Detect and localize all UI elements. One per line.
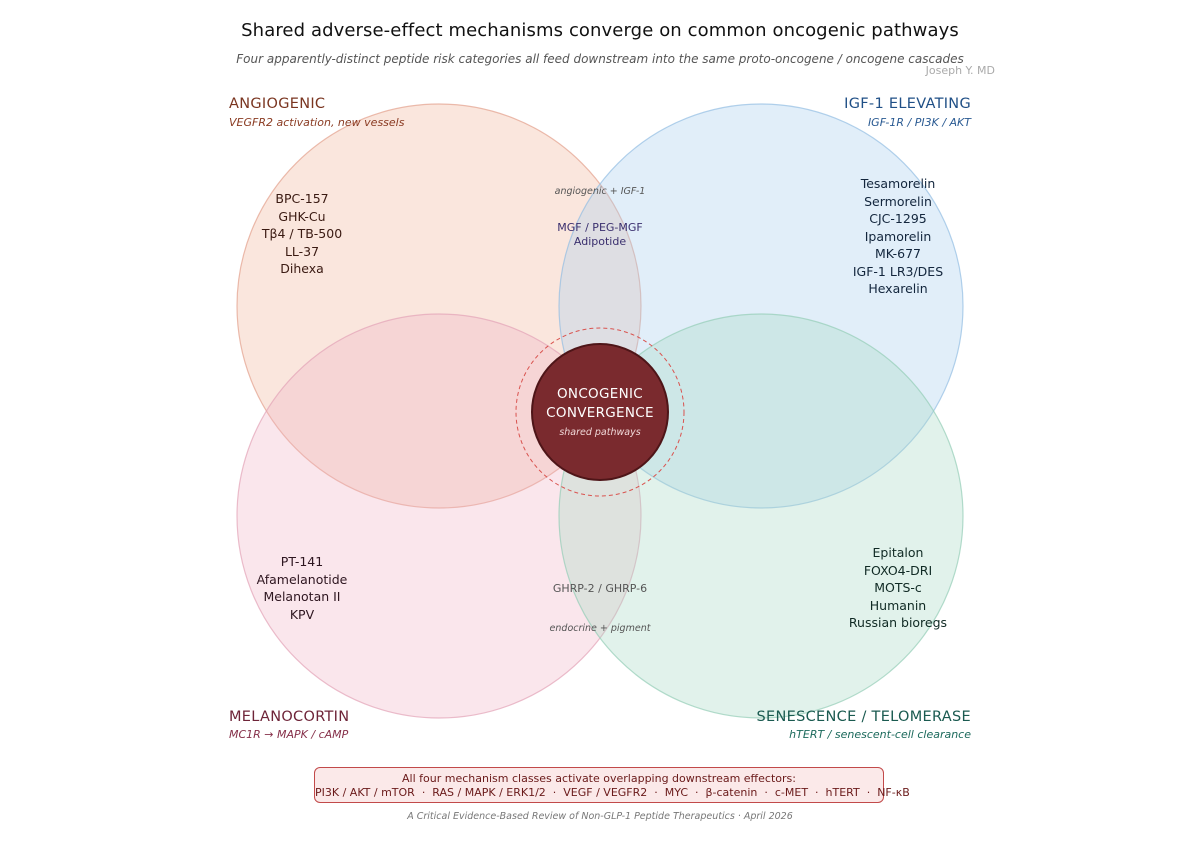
senescence-peptide-list: Epitalon FOXO4-DRI MOTS-c Humanin Russia…: [828, 544, 968, 632]
peptide-item: Adipotide: [573, 234, 627, 248]
peptide-item: LL-37: [284, 243, 320, 259]
page-subtitle: Four apparently-distinct peptide risk ca…: [236, 52, 964, 66]
peptide-item: MGF / PEG-MGF: [557, 221, 643, 234]
angiogenic-peptide-list: BPC-157 GHK-Cu Tβ4 / TB-500 LL-37 Dihexa: [232, 190, 372, 278]
melanocortin-mechanism: MC1R → MAPK / cAMP: [229, 728, 349, 741]
peptide-item: Hexarelin: [868, 281, 928, 296]
effectors-heading: All four mechanism classes activate over…: [402, 772, 796, 785]
core-title-line2: CONVERGENCE: [546, 405, 654, 421]
melanocortin-peptide-list: PT-141 Afamelanotide Melanotan II KPV: [232, 553, 372, 623]
peptide-item: GHRP-2 / GHRP-6: [552, 582, 648, 595]
peptide-item: GHK-Cu: [278, 208, 326, 224]
core-subtitle: shared pathways: [559, 427, 641, 438]
peptide-item: BPC-157: [275, 191, 329, 206]
top-overlap-label: angiogenic + IGF-1: [554, 186, 646, 197]
peptide-item: Tβ4 / TB-500: [261, 226, 343, 241]
convergence-halo: [515, 327, 685, 497]
oncogenic-convergence-core: [531, 343, 669, 481]
peptide-item: Humanin: [869, 597, 927, 613]
peptide-item: Melanotan II: [263, 589, 341, 604]
page-title: Shared adverse-effect mechanisms converg…: [241, 20, 959, 41]
senescence-title: SENESCENCE / TELOMERASE: [756, 709, 971, 725]
peptide-item: Dihexa: [280, 261, 324, 276]
peptide-item: Sermorelin: [864, 193, 932, 209]
top-overlap-peptide-list: MGF / PEG-MGF Adipotide: [500, 221, 700, 248]
effectors-list: PI3K / AKT / mTOR · RAS / MAPK / ERK1/2 …: [315, 786, 910, 799]
peptide-item: PT-141: [280, 554, 324, 569]
peptide-item: Tesamorelin: [860, 176, 936, 191]
peptide-item: IGF-1 LR3/DES: [852, 263, 944, 279]
angiogenic-title: ANGIOGENIC: [229, 96, 326, 112]
peptide-item: Afamelanotide: [256, 571, 348, 587]
peptide-item: MK-677: [874, 246, 922, 261]
downstream-effectors-box: All four mechanism classes activate over…: [314, 767, 910, 803]
angiogenic-mechanism: VEGFR2 activation, new vessels: [229, 116, 405, 129]
igf1-mechanism: IGF-1R / PI3K / AKT: [867, 116, 971, 129]
footer-citation: A Critical Evidence-Based Review of Non-…: [407, 811, 793, 822]
igf1-title: IGF-1 ELEVATING: [844, 96, 971, 112]
peptide-item: KPV: [289, 606, 315, 622]
senescence-mechanism: hTERT / senescent-cell clearance: [789, 728, 971, 741]
core-title-line1: ONCOGENIC: [557, 386, 643, 402]
author-credit: Joseph Y. MD: [925, 64, 995, 77]
bottom-overlap-peptide-list: GHRP-2 / GHRP-6: [500, 582, 700, 595]
bottom-overlap-label: endocrine + pigment: [549, 623, 651, 634]
peptide-item: Ipamorelin: [864, 228, 932, 244]
peptide-item: MOTS-c: [874, 580, 922, 595]
melanocortin-title: MELANOCORTIN: [229, 709, 350, 725]
peptide-item: CJC-1295: [869, 211, 927, 226]
igf1-peptide-list: Tesamorelin Sermorelin CJC-1295 Ipamorel…: [828, 175, 968, 298]
peptide-item: Russian bioregs: [848, 615, 948, 630]
peptide-item: Epitalon: [872, 545, 924, 560]
peptide-item: FOXO4-DRI: [863, 562, 933, 578]
